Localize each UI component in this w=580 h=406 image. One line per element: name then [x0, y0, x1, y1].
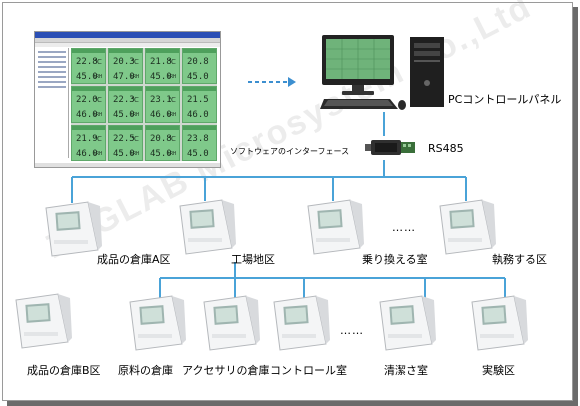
label-raw-material-warehouse: 原料の倉庫 — [118, 364, 173, 377]
window-toolbar — [35, 43, 220, 47]
window-menubar — [35, 38, 220, 43]
label-control-room: コントロール室 — [270, 364, 347, 377]
label-accessory-warehouse: アクセサリの倉庫 — [182, 364, 270, 377]
label-finished-warehouse-b: 成品の倉庫B区 — [27, 364, 101, 377]
ellipsis-bottom: …… — [340, 324, 364, 337]
dashed-arrow-icon — [248, 77, 296, 87]
data-logger-icon — [129, 295, 186, 351]
data-logger-icon — [439, 199, 496, 255]
data-logger-icon — [273, 295, 330, 351]
data-logger-icon — [15, 293, 72, 349]
data-logger-icon — [203, 295, 260, 351]
data-logger-icon — [379, 295, 436, 351]
desktop-pc-icon — [320, 35, 444, 110]
label-duty-area: 執務する区 — [492, 253, 547, 266]
ellipsis-top: …… — [392, 221, 416, 234]
label-lab-area: 実験区 — [482, 364, 515, 377]
label-factory-area: 工場地区 — [231, 253, 275, 266]
data-logger-icon — [471, 295, 528, 351]
rs485-converter-icon — [365, 140, 415, 155]
rs485-label: RS485 — [428, 142, 464, 155]
data-logger-icon — [179, 199, 236, 255]
pc-control-panel-label: PCコントロールパネル — [448, 93, 562, 106]
data-logger-icon — [307, 199, 364, 255]
data-logger-icon — [45, 201, 102, 257]
label-transfer-room: 乗り換える室 — [362, 253, 428, 266]
window-statusbar — [35, 163, 220, 167]
device-tree — [36, 48, 69, 158]
window-titlebar — [35, 32, 220, 38]
label-finished-warehouse-a: 成品の倉庫A区 — [97, 253, 171, 266]
label-clean-room: 清潔さ室 — [384, 364, 428, 377]
software-interface-label: ソフトウェアのインターフェース — [230, 147, 350, 156]
